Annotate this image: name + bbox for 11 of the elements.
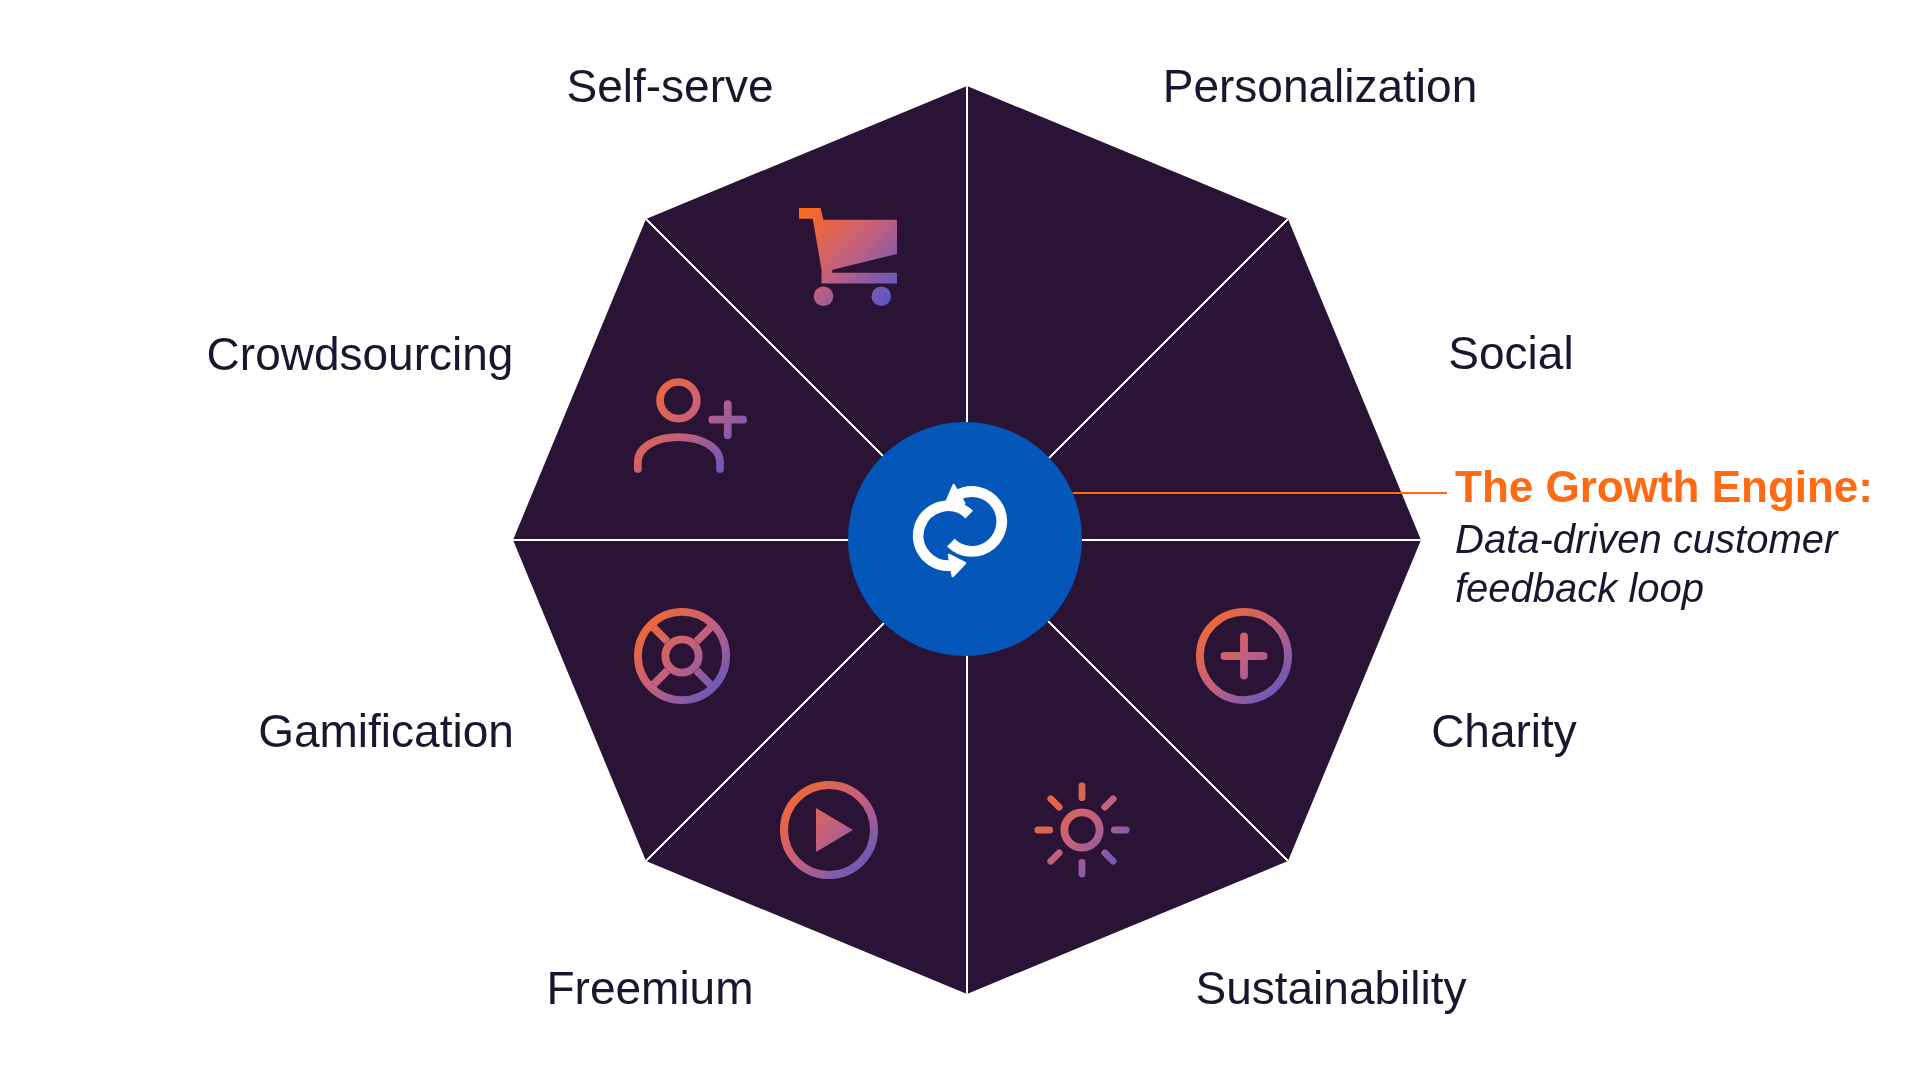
segment-label: Personalization: [1162, 59, 1478, 113]
segment-label: Self-serve: [566, 59, 774, 113]
leader-line: [1071, 492, 1448, 494]
segment-label: Crowdsourcing: [206, 327, 514, 381]
callout-text: Data-driven customer feedback loop: [1455, 516, 1840, 612]
segment-label: Freemium: [546, 961, 754, 1015]
segment-label: Gamification: [258, 704, 514, 758]
callout-heading: The Growth Engine:: [1455, 461, 1874, 513]
segment-label: Charity: [1431, 704, 1577, 758]
segment-label: Sustainability: [1195, 961, 1467, 1015]
segment-label: Social: [1448, 326, 1574, 380]
